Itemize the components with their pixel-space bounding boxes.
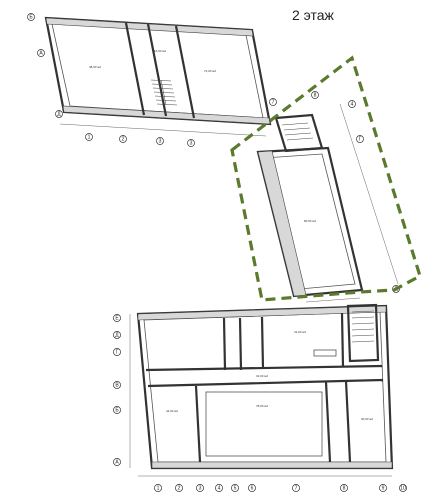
axis-marker [196, 484, 204, 492]
axis-label: 1 [157, 485, 160, 491]
room-area-corridor: 32,00 м2 [256, 374, 268, 378]
axis-marker [85, 133, 93, 141]
axis-marker [113, 406, 121, 414]
axis-marker [175, 484, 183, 492]
axis-label: 1 [88, 134, 91, 140]
middle-wing: 80,50 м2 7 8 4 Г Д [256, 91, 400, 303]
axis-label: 6 [251, 485, 254, 491]
room-area-right-hall: 72,00 м2 [204, 69, 216, 73]
axis-label: 4 [218, 485, 221, 491]
axis-label: Д [115, 332, 119, 338]
axis-label: 5 [234, 485, 237, 491]
axis-label: Е [115, 315, 119, 321]
axis-marker [113, 381, 121, 389]
axis-marker [113, 314, 121, 322]
axis-label: 2 [178, 485, 181, 491]
axis-marker [113, 458, 121, 466]
room-area-top-right: 41,00 м2 [294, 330, 306, 334]
axis-marker [55, 110, 63, 118]
axis-label: 8 [314, 92, 317, 98]
top-wing: 48,00 м2 72,00 м2 16,00 м2 1 2 3 3 Б А Д [27, 13, 272, 147]
axis-marker [119, 135, 127, 143]
axis-label: Г [359, 136, 362, 142]
bottom-axis-markers: 1 2 3 4 5 6 7 8 9 10 [154, 484, 407, 492]
axis-marker [27, 13, 35, 21]
room-area-main-hall: 80,50 м2 [304, 219, 316, 223]
axis-label: 9 [382, 485, 385, 491]
axis-label: Б [115, 407, 119, 413]
axis-label: 3 [190, 140, 193, 146]
axis-label: Д [57, 111, 61, 117]
axis-label: В [115, 382, 119, 388]
axis-marker [248, 484, 256, 492]
axis-label: Б [29, 14, 33, 20]
highlight-outline [230, 55, 422, 302]
bottom-wing: 41,00 м2 32,00 м2 44,00 м2 78,00 м2 30,0… [129, 303, 394, 477]
axis-label: 7 [272, 99, 275, 105]
axis-label: А [115, 459, 119, 465]
room-area-bottom-center: 78,00 м2 [256, 404, 268, 408]
floor-title: 2 этаж [292, 7, 334, 23]
axis-marker [231, 484, 239, 492]
axis-label: Г [116, 349, 119, 355]
axis-marker [356, 135, 364, 143]
axis-marker [113, 348, 121, 356]
axis-label: 2 [122, 136, 125, 142]
axis-marker [37, 49, 45, 57]
axis-label: 7 [295, 485, 298, 491]
axis-label: 8 [343, 485, 346, 491]
room-area-bottom-right: 30,00 м2 [361, 417, 373, 421]
axis-label: 3 [159, 138, 162, 144]
axis-marker [399, 484, 407, 492]
axis-label: 3 [199, 485, 202, 491]
left-axis-markers: Е Д Г В Б А [113, 314, 121, 466]
room-area-stair: 16,00 м2 [154, 49, 166, 53]
axis-marker [379, 484, 387, 492]
axis-label: А [39, 50, 43, 56]
axis-marker [113, 331, 121, 339]
axis-marker [215, 484, 223, 492]
axis-marker [311, 91, 319, 99]
axis-marker [154, 484, 162, 492]
room-area-left-hall: 48,00 м2 [89, 65, 101, 69]
axis-marker [340, 484, 348, 492]
axis-marker [156, 137, 164, 145]
axis-label: 10 [400, 485, 406, 491]
axis-marker [348, 100, 356, 108]
axis-label: 4 [351, 101, 354, 107]
axis-marker [269, 98, 277, 106]
axis-marker [187, 139, 195, 147]
axis-marker [292, 484, 300, 492]
room-area-bottom-left: 44,00 м2 [166, 409, 178, 413]
